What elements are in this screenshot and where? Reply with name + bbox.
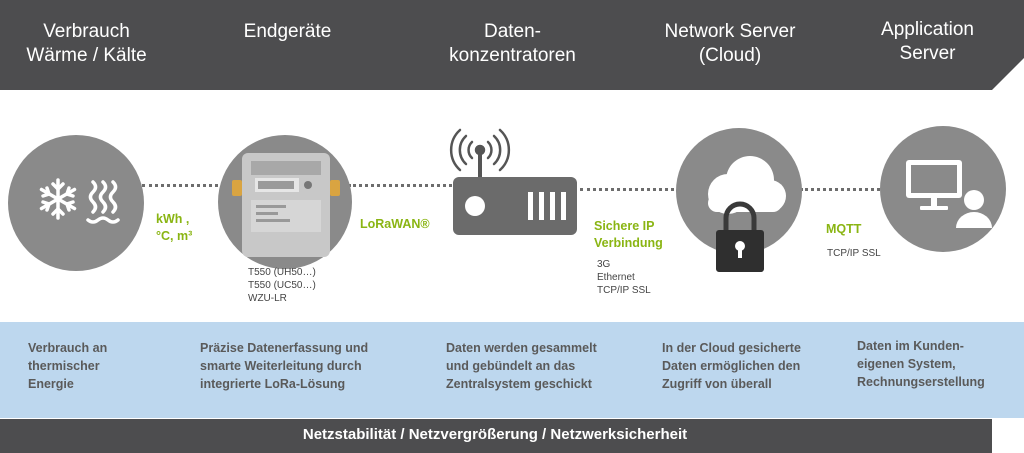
padlock-icon [716, 201, 764, 272]
column-title-devices: Endgeräte [243, 21, 332, 42]
consumption-icons [39, 178, 120, 224]
consumption-circle [8, 135, 144, 271]
heat-waves-icon [86, 180, 120, 224]
application-server-icons [906, 160, 992, 228]
link-label-lorawan: LoRaWAN® [360, 217, 430, 231]
computer-monitor-icon [906, 160, 962, 210]
link-label-ip: Sichere IP Verbindung [594, 219, 663, 250]
snowflake-icon [39, 178, 77, 220]
header-band: Verbrauch Wärme / Kälte Endgeräte Daten-… [0, 0, 1024, 90]
ip-details: 3G Ethernet TCP/IP SSL [597, 259, 651, 296]
column-title-concentrators: Daten- konzentratoren [449, 21, 576, 66]
heat-meter-icon [232, 153, 340, 257]
connector-4 [800, 188, 880, 191]
antenna-signal-icon [449, 128, 511, 180]
column-title-network-server: Network Server (Cloud) [664, 21, 796, 66]
network-server-circle [676, 128, 802, 272]
connector-3 [580, 188, 680, 191]
description-concentrators: Daten werden gesammelt und gebündelt an … [446, 341, 597, 391]
connector-2 [348, 184, 458, 187]
cloud-lock-graphic [708, 156, 786, 272]
description-band: Verbrauch an thermischer Energie Präzise… [0, 322, 1024, 418]
concentrator-graphic [449, 128, 577, 235]
device-models: T550 (UH50…) T550 (UC50…) WZU-LR [248, 267, 316, 304]
description-application-server: Daten im Kunden- eigenen System, Rechnun… [857, 339, 985, 389]
description-devices: Präzise Datenerfassung und smarte Weiter… [200, 341, 369, 391]
description-consumption: Verbrauch an thermischer Energie [28, 341, 108, 391]
mqtt-details: TCP/IP SSL [827, 248, 881, 259]
header-background [0, 0, 1024, 90]
footer-text: Netzstabilität / Netzvergrößerung / Netz… [302, 426, 688, 443]
footer-band: Netzstabilität / Netzvergrößerung / Netz… [0, 419, 1024, 453]
description-network-server: In der Cloud gesicherte Daten ermögliche… [662, 341, 801, 391]
link-label-units: kWh , °C, m³ [156, 212, 193, 243]
column-title-application-server: Application Server [881, 19, 974, 64]
footer-background [0, 419, 992, 453]
link-label-mqtt: MQTT [826, 222, 862, 236]
user-icon [956, 190, 992, 228]
column-title-consumption: Verbrauch Wärme / Kälte [26, 21, 147, 66]
application-server-circle [880, 126, 1006, 252]
router-icon [453, 177, 577, 235]
process-stage: kWh , °C, m³ LoRaWAN® Sichere IP Verbind… [0, 90, 1024, 322]
connector-1 [142, 184, 230, 187]
devices-circle [218, 135, 352, 269]
